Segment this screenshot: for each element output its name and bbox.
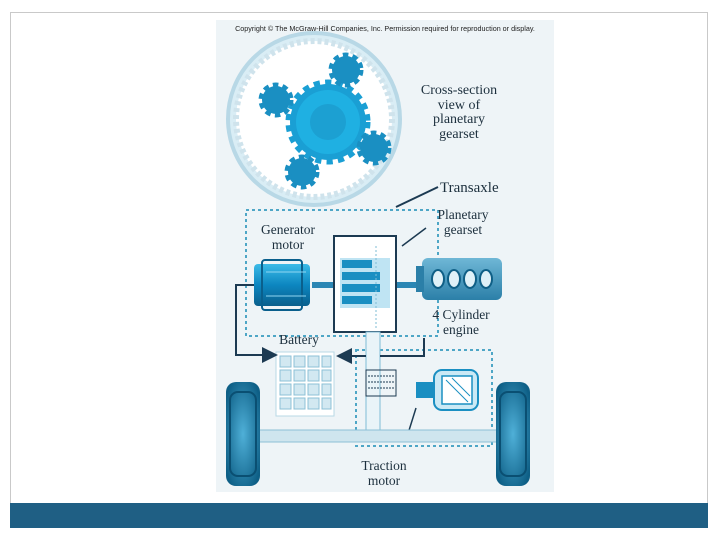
copyright-notice: Copyright © The McGraw-Hill Companies, I… xyxy=(235,24,535,33)
traction-line-1: Traction xyxy=(361,458,407,473)
wheel-icon xyxy=(496,382,530,486)
generator-line-2: motor xyxy=(271,236,305,252)
cross-section-line-2: view of xyxy=(437,97,481,113)
hybrid-drivetrain-figure: Copyright © The McGraw-Hill Companies, I… xyxy=(216,20,554,492)
cross-section-line-4: gearset xyxy=(439,126,479,142)
transaxle-label: Transaxle xyxy=(440,180,499,196)
cross-section-label: Cross-section view of planetary gearset xyxy=(404,83,514,142)
generator-motor-label: Generator motor xyxy=(248,222,328,252)
planetary-line-1: Planetary xyxy=(437,207,489,222)
planetary-line-2: gearset xyxy=(443,221,483,237)
generator-line-1: Generator xyxy=(261,222,315,237)
footer-bar xyxy=(10,503,708,528)
traction-motor-icon xyxy=(416,369,479,411)
generator-motor-icon xyxy=(254,259,310,311)
traction-line-2: motor xyxy=(367,472,401,488)
wheel-icon xyxy=(226,382,260,486)
drivetrain-diagram xyxy=(226,31,530,486)
planetary-gear-icon xyxy=(226,31,402,207)
engine-label: 4 Cylinder engine xyxy=(422,307,500,337)
engine-line-2: engine xyxy=(443,321,479,337)
engine-icon xyxy=(416,258,502,300)
planetary-gearset-label: Planetary gearset xyxy=(418,207,508,237)
traction-motor-label: Traction motor xyxy=(348,458,420,488)
cross-section-line-3: planetary xyxy=(432,112,486,127)
engine-line-1: 4 Cylinder xyxy=(432,307,490,322)
planetary-gearset-box xyxy=(333,235,397,333)
battery-label: Battery xyxy=(279,332,319,347)
cross-section-line-1: Cross-section xyxy=(420,83,498,98)
battery-icon xyxy=(275,351,335,417)
